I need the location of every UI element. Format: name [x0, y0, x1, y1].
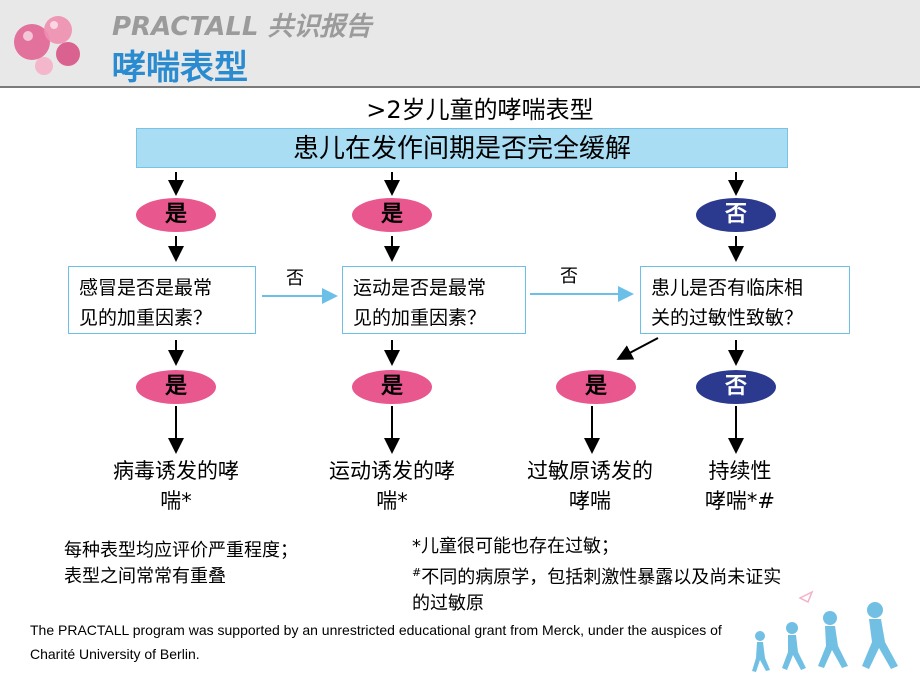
note-text: 不同的病原学，包括刺激性暴露以及尚未证实 [421, 567, 782, 588]
outcome-allergen-asthma: 过敏原诱发的 哮喘 [490, 456, 690, 516]
question-line: 感冒是否是最常 [79, 277, 213, 299]
outcome-line: 过敏原诱发的 [527, 459, 653, 483]
answer-no-oval: 否 [696, 370, 776, 404]
outcome-line: 喘* [376, 489, 408, 513]
footer-text: The PRACTALL program was supported by an… [30, 618, 790, 666]
answer-yes-oval: 是 [136, 198, 216, 232]
answer-no-oval: 否 [696, 198, 776, 232]
outcome-line: 持续性 [708, 459, 772, 483]
note-right: *儿童很可能也存在过敏； #不同的病原学，包括刺激性暴露以及尚未证实 的过敏原 [412, 534, 781, 617]
question-line: 患儿是否有临床相 [651, 277, 804, 299]
header-bar [0, 0, 920, 88]
answer-yes-oval: 是 [556, 370, 636, 404]
outcome-exercise-wheeze: 运动诱发的哮 喘* [292, 456, 492, 516]
question-line: 运动是否是最常 [353, 277, 487, 299]
diagram-subtitle: >2岁儿童的哮喘表型 [366, 96, 594, 124]
note-line: 表型之间常常有重叠 [64, 566, 226, 587]
runners-illustration-icon [752, 590, 898, 672]
question-line: 见的加重因素？ [353, 307, 487, 329]
question-box-cold: 感冒是否是最常 见的加重因素？ [68, 266, 256, 334]
footer-line: The PRACTALL program was supported by an… [30, 622, 722, 638]
question-line: 见的加重因素？ [79, 307, 213, 329]
report-subtitle: PRACTALL 共识报告 [112, 12, 372, 42]
outcome-viral-wheeze: 病毒诱发的哮 喘* [76, 456, 276, 516]
top-question-bar: 患儿在发作间期是否完全缓解 [136, 128, 788, 168]
arrow-box3-to-yes [616, 337, 659, 360]
question-box-exercise: 运动是否是最常 见的加重因素？ [342, 266, 526, 334]
outcome-persistent-asthma: 持续性 哮喘*# [660, 456, 820, 516]
outcome-line: 病毒诱发的哮 [113, 459, 239, 483]
note-line: 每种表型均应评价严重程度； [64, 540, 298, 561]
answer-yes-oval: 是 [352, 370, 432, 404]
logo-spheres-icon [14, 16, 80, 75]
outcome-line: 哮喘*# [704, 489, 776, 513]
question-box-allergy: 患儿是否有临床相 关的过敏性致敏？ [640, 266, 850, 334]
note-line: 的过敏原 [412, 593, 484, 614]
note-line: #不同的病原学，包括刺激性暴露以及尚未证实 [412, 560, 781, 591]
answer-yes-oval: 是 [136, 370, 216, 404]
outcome-line: 运动诱发的哮 [329, 459, 455, 483]
edge-label-no: 否 [286, 268, 304, 289]
question-line: 关的过敏性致敏？ [651, 307, 804, 329]
note-left: 每种表型均应评价严重程度； 表型之间常常有重叠 [64, 538, 298, 590]
outcome-line: 哮喘 [569, 489, 611, 513]
page-title: 哮喘表型 [112, 48, 248, 88]
note-line: *儿童很可能也存在过敏； [412, 536, 619, 557]
outcome-line: 喘* [160, 489, 192, 513]
footnote-mark: # [412, 566, 422, 579]
edge-label-no: 否 [560, 266, 578, 287]
footer-line: Charité University of Berlin. [30, 646, 200, 662]
answer-yes-oval: 是 [352, 198, 432, 232]
